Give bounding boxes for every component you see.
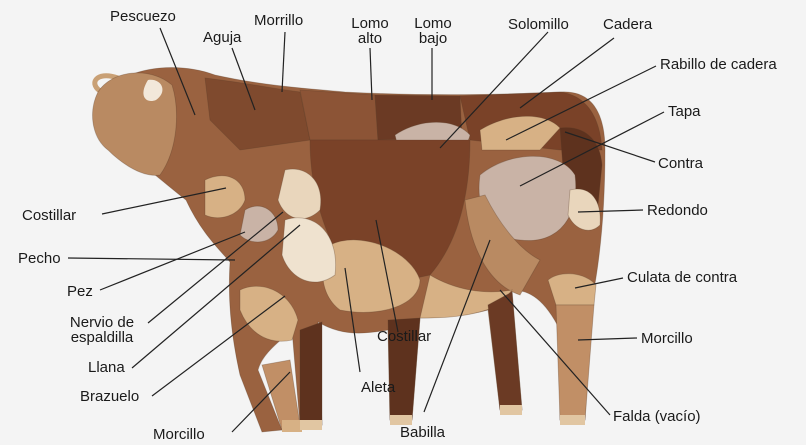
leg-front bbox=[300, 322, 322, 425]
hoof bbox=[300, 420, 322, 430]
hoof bbox=[560, 415, 585, 425]
label-solomillo: Solomillo bbox=[508, 17, 569, 32]
label-nervio-de-espaldilla: Nervio de espaldilla bbox=[58, 315, 146, 345]
label-aguja: Aguja bbox=[203, 30, 241, 45]
label-llana: Llana bbox=[88, 360, 125, 375]
label-redondo: Redondo bbox=[647, 203, 708, 218]
label-aleta: Aleta bbox=[361, 380, 395, 395]
label-tapa: Tapa bbox=[668, 104, 701, 119]
label-brazuelo: Brazuelo bbox=[80, 389, 139, 404]
label-falda-vacio: Falda (vacío) bbox=[613, 409, 701, 424]
label-morcillo-trasero: Morcillo bbox=[641, 331, 693, 346]
hoof bbox=[282, 420, 302, 432]
label-lomo-alto: Lomo alto bbox=[342, 16, 398, 46]
label-contra: Contra bbox=[658, 156, 703, 171]
label-pescuezo: Pescuezo bbox=[110, 9, 176, 24]
label-rabillo-de-cadera: Rabillo de cadera bbox=[660, 57, 777, 72]
label-morrillo: Morrillo bbox=[254, 13, 303, 28]
label-pecho: Pecho bbox=[18, 251, 61, 266]
label-morcillo-delantero: Morcillo bbox=[153, 427, 205, 442]
cow-head bbox=[93, 73, 177, 175]
label-culata-de-contra: Culata de contra bbox=[627, 270, 737, 285]
label-cadera: Cadera bbox=[603, 17, 652, 32]
label-pez: Pez bbox=[67, 284, 93, 299]
label-costillar-bajo: Costillar bbox=[377, 329, 431, 344]
hoof bbox=[500, 405, 522, 415]
label-costillar-alto: Costillar bbox=[22, 208, 76, 223]
label-babilla: Babilla bbox=[400, 425, 445, 440]
cut-lomo-alto bbox=[300, 90, 378, 140]
cut-morcillo-trasero bbox=[556, 305, 594, 420]
label-lomo-bajo: Lomo bajo bbox=[405, 16, 461, 46]
